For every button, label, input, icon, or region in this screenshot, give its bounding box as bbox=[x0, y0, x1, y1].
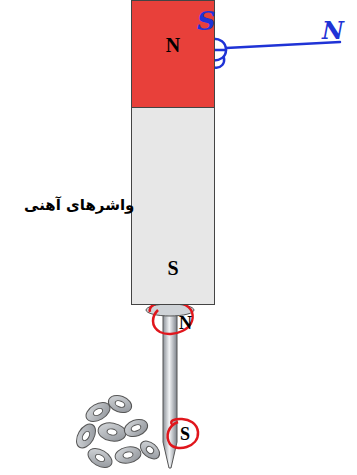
nail-pole-letter: S bbox=[180, 424, 190, 445]
handwritten-pole: S bbox=[197, 6, 216, 36]
hand-circles bbox=[150, 301, 198, 448]
iron-washers bbox=[73, 392, 163, 471]
magnet-south-pole: S bbox=[131, 107, 215, 305]
pole-letter: S bbox=[167, 258, 178, 304]
pole-letter: N bbox=[166, 35, 180, 107]
hand-annotation bbox=[201, 38, 340, 68]
washers-label: واشرهای آهنی bbox=[24, 196, 134, 214]
handwritten-pole: N bbox=[322, 16, 344, 45]
nail-pole-letter: N bbox=[179, 313, 192, 334]
